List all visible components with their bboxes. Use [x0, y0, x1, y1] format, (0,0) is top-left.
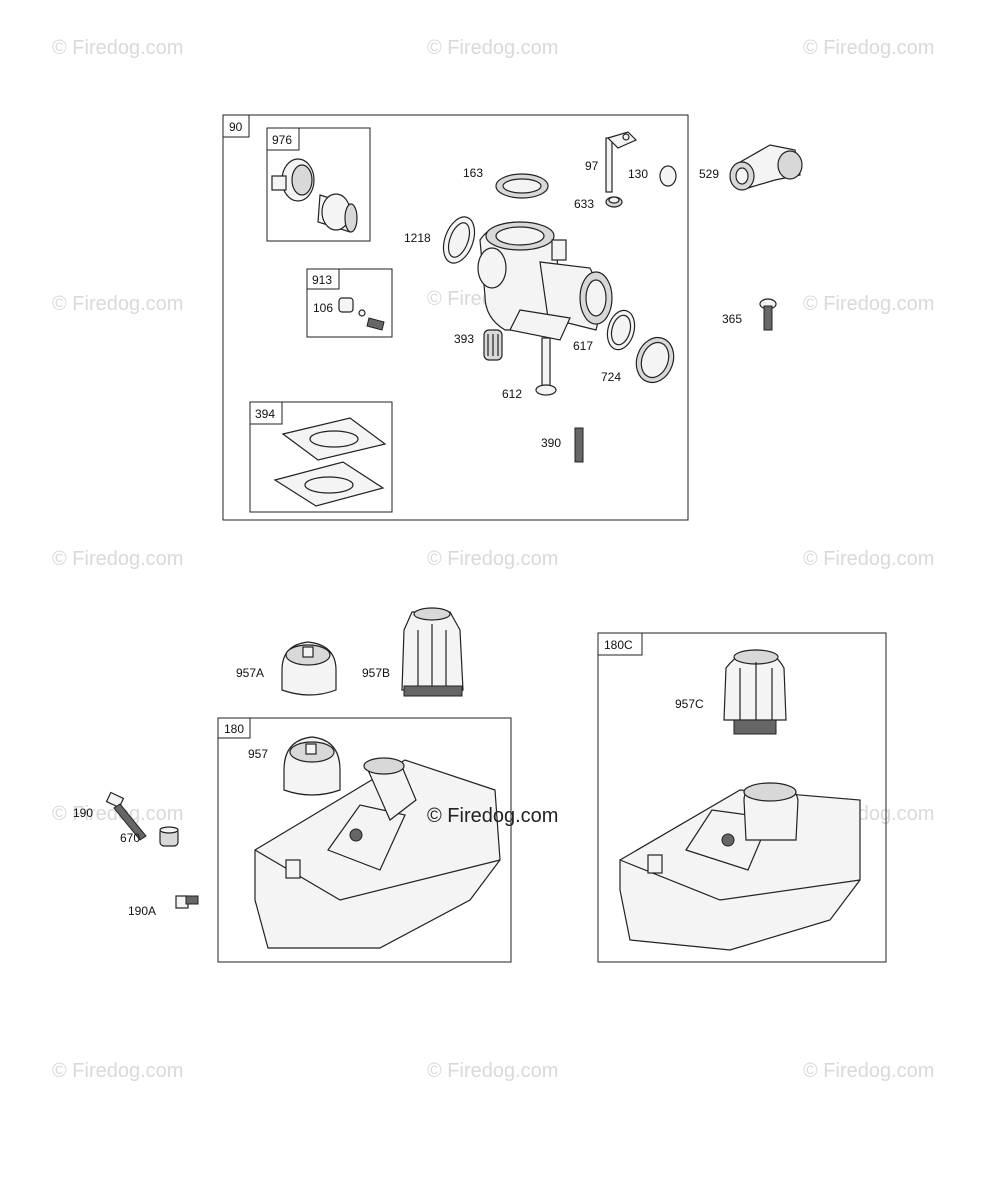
part-label-106: 106	[313, 301, 333, 315]
group-913-label: 913	[312, 273, 332, 287]
part-label-97: 97	[585, 159, 599, 173]
needle-valve-part	[338, 297, 385, 331]
gasket-ring-163	[495, 173, 549, 199]
fuel-tank-180	[254, 757, 501, 949]
part-label-365: 365	[722, 312, 742, 326]
part-label-617: 617	[573, 339, 593, 353]
group-90: 90 976 913 106	[222, 114, 689, 521]
watermark: © Firedog.com	[427, 37, 558, 59]
part-label-957: 957	[248, 747, 268, 761]
watermark: © Firedog.com	[803, 293, 934, 315]
throttle-shaft-97	[605, 131, 638, 193]
group-394-frame	[249, 401, 393, 513]
group-913-tag	[306, 268, 340, 290]
part-label-633: 633	[574, 197, 594, 211]
seal-633	[605, 196, 623, 208]
pickup-tube-612	[535, 337, 557, 396]
part-label-190: 190	[73, 806, 93, 820]
watermark: © Firedog.com	[52, 37, 183, 59]
gasket-set-part	[273, 417, 387, 507]
part-label-163: 163	[463, 166, 483, 180]
group-90-label: 90	[229, 120, 243, 134]
group-180C-label: 180C	[604, 638, 633, 652]
elbow-529	[729, 144, 803, 191]
watermark: © Firedog.com	[803, 37, 934, 59]
part-label-957B: 957B	[362, 666, 390, 680]
watermark: © Firedog.com	[427, 1060, 558, 1082]
o-ring-617	[606, 309, 636, 351]
screw-365	[759, 298, 777, 331]
group-394-label: 394	[255, 407, 275, 421]
spring-390	[574, 427, 584, 463]
part-label-529: 529	[699, 167, 719, 181]
group-394: 394	[249, 401, 393, 513]
group-976-tag	[266, 127, 300, 151]
part-label-957C: 957C	[675, 697, 704, 711]
part-label-130: 130	[628, 167, 648, 181]
choke-shaft-part	[271, 158, 358, 233]
bolt-190	[105, 791, 147, 841]
throttle-plate-130	[659, 165, 677, 187]
group-180C-frame	[597, 632, 887, 963]
group-180-tag	[217, 717, 251, 739]
group-90-tag	[222, 114, 250, 138]
fuel-tank-180C	[619, 782, 861, 951]
fuel-cap-957C	[723, 649, 787, 735]
fuel-cap-957B	[401, 607, 464, 697]
group-180C: 180C 957C	[597, 632, 887, 963]
part-label-190A: 190A	[128, 904, 156, 918]
center-watermark: © Firedog.com	[427, 805, 558, 827]
fuel-cap-957A	[281, 641, 337, 696]
watermark: © Firedog.com	[52, 548, 183, 570]
group-913-frame	[306, 268, 393, 338]
group-90-frame	[222, 114, 689, 521]
part-label-390: 390	[541, 436, 561, 450]
group-913: 913 106	[306, 268, 393, 338]
bolt-190A	[175, 895, 199, 909]
group-180-label: 180	[224, 722, 244, 736]
part-label-1218: 1218	[404, 231, 431, 245]
part-label-612: 612	[502, 387, 522, 401]
group-976-label: 976	[272, 133, 292, 147]
part-label-393: 393	[454, 332, 474, 346]
part-label-724: 724	[601, 370, 621, 384]
watermark: © Firedog.com	[52, 803, 183, 825]
watermark: © Firedog.com	[52, 1060, 183, 1082]
gasket-1218	[442, 216, 476, 264]
watermark: © Firedog.com	[427, 548, 558, 570]
fuel-filter-393	[483, 329, 503, 361]
part-label-957A: 957A	[236, 666, 264, 680]
carburetor-body-part	[477, 221, 613, 341]
watermark: © Firedog.com	[803, 1060, 934, 1082]
group-976-frame	[266, 127, 371, 242]
group-180C-tag	[597, 632, 643, 656]
group-976: 976	[266, 127, 371, 242]
spacer-670	[159, 826, 179, 847]
part-label-670: 670	[120, 831, 140, 845]
fuel-cap-957	[283, 736, 341, 796]
watermark: © Firedog.com	[52, 293, 183, 315]
group-180: 180 957	[217, 717, 512, 963]
group-180-frame	[217, 717, 512, 963]
watermark: © Firedog.com	[803, 548, 934, 570]
ring-724	[635, 336, 675, 384]
watermarks: © Firedog.com © Firedog.com © Firedog.co…	[52, 37, 934, 1082]
group-394-tag	[249, 401, 283, 425]
